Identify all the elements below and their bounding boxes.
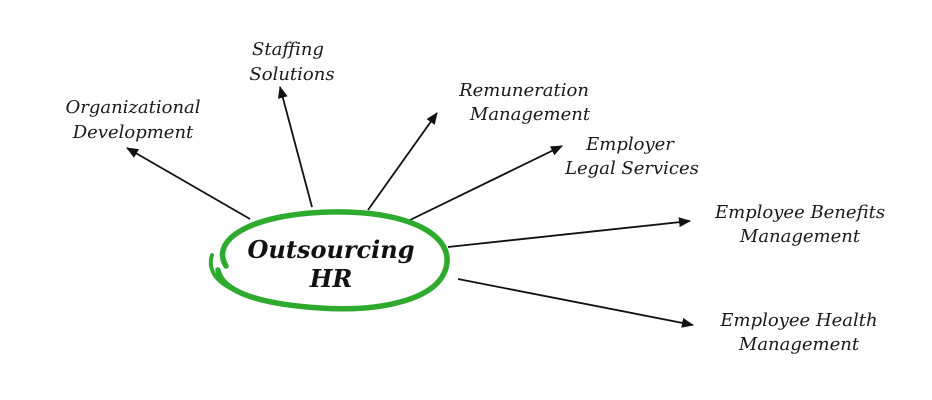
center-title-line2: HR <box>309 264 353 293</box>
node-label-line2: Solutions <box>249 64 334 85</box>
node-employee-health-management: Employee Health Management <box>719 310 877 355</box>
node-label-line2: Management <box>739 226 861 247</box>
node-label-line1: Organizational <box>65 97 200 118</box>
node-label-line1: Employee Health <box>719 310 877 331</box>
node-label-line1: Employee Benefits <box>714 202 885 223</box>
node-label-line1: Employer <box>585 134 675 155</box>
node-label-line2: Legal Services <box>564 158 699 179</box>
node-employee-benefits-management: Employee Benefits Management <box>714 202 885 247</box>
node-label-line2: Development <box>72 122 194 143</box>
arrow-to-remuneration-management <box>367 112 438 211</box>
arrow-to-employee-health-management <box>457 278 694 328</box>
arrow-to-organizational-development <box>126 147 251 220</box>
node-label-line1: Remuneration <box>458 80 589 101</box>
node-remuneration-management: Remuneration Management <box>458 80 591 125</box>
node-label-line2: Management <box>738 334 860 355</box>
node-label-line1: Staffing <box>252 39 324 60</box>
center-title-line1: Outsourcing <box>247 235 414 264</box>
arrow-to-employer-legal-services <box>407 145 563 222</box>
arrow-to-employee-benefits-management <box>447 217 691 248</box>
arrow-to-staffing-solutions <box>278 86 313 208</box>
center-ring <box>208 209 450 312</box>
node-employer-legal-services: Employer Legal Services <box>564 134 699 179</box>
node-staffing-solutions: Staffing Solutions <box>249 39 334 85</box>
node-organizational-development: Organizational Development <box>65 97 200 143</box>
node-label-line2: Management <box>469 104 591 125</box>
